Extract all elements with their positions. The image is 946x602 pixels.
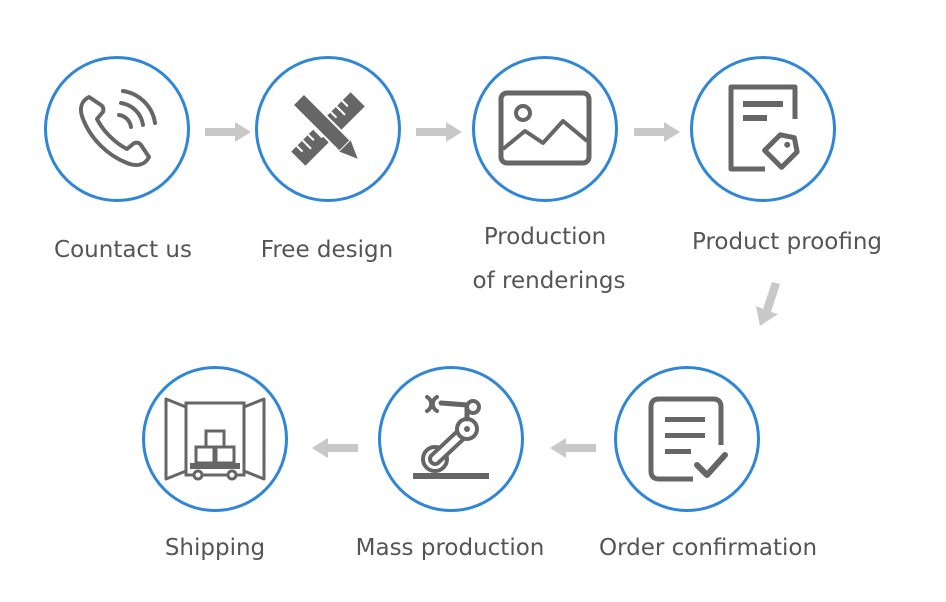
step-mass-circle [378, 366, 524, 512]
checklist-icon [648, 396, 728, 482]
step-renderings-circle [472, 56, 618, 202]
arrow-right-icon [416, 122, 462, 142]
step-shipping-label: Shipping [164, 535, 266, 561]
step-renderings-label-line2: of renderings [472, 268, 626, 294]
step-proofing-circle [690, 56, 836, 202]
step-contact-circle [44, 56, 190, 202]
arrow-down-icon [756, 282, 780, 326]
step-confirmation-label: Order confirmation [598, 535, 818, 561]
step-proofing-label: Product proofing [692, 229, 882, 255]
step-contact-label: Countact us [54, 237, 192, 263]
robot-arm-icon [413, 395, 489, 479]
step-renderings-label-line1: Production [483, 224, 607, 250]
step-design-circle [255, 56, 401, 202]
image-icon [498, 90, 592, 166]
document-tag-icon [728, 84, 800, 172]
step-design-label: Free design [260, 237, 394, 263]
ruler-pencil-icon [291, 92, 365, 166]
step-shipping-circle [142, 366, 288, 512]
step-mass-label: Mass production [355, 535, 545, 561]
phone-icon [79, 89, 157, 167]
arrow-left-icon [550, 438, 596, 458]
container-boxes-icon [164, 397, 266, 481]
arrow-left-icon [312, 438, 358, 458]
arrow-right-icon [634, 122, 680, 142]
step-confirmation-circle [614, 366, 760, 512]
arrow-right-icon [205, 122, 251, 142]
